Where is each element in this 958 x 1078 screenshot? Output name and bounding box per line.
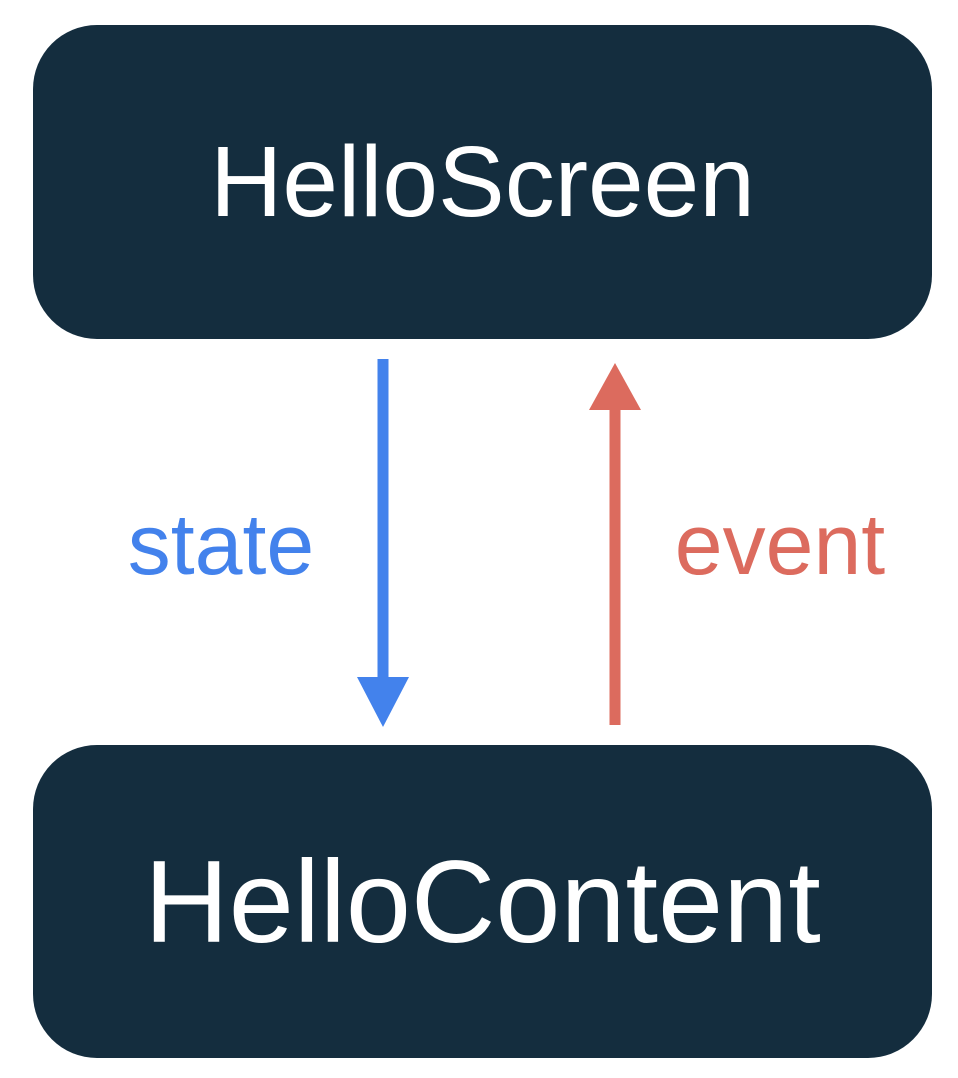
state-label: state xyxy=(127,497,315,593)
state-arrow-down-icon xyxy=(357,359,409,727)
hello-content-label: HelloContent xyxy=(144,836,821,967)
hello-screen-box: HelloScreen xyxy=(33,25,932,339)
hello-screen-label: HelloScreen xyxy=(210,126,755,238)
event-arrow-head xyxy=(589,363,641,410)
event-label: event xyxy=(674,497,886,593)
hello-content-box: HelloContent xyxy=(33,745,932,1058)
state-arrow-head xyxy=(357,677,409,727)
event-arrow-up-icon xyxy=(589,363,641,725)
